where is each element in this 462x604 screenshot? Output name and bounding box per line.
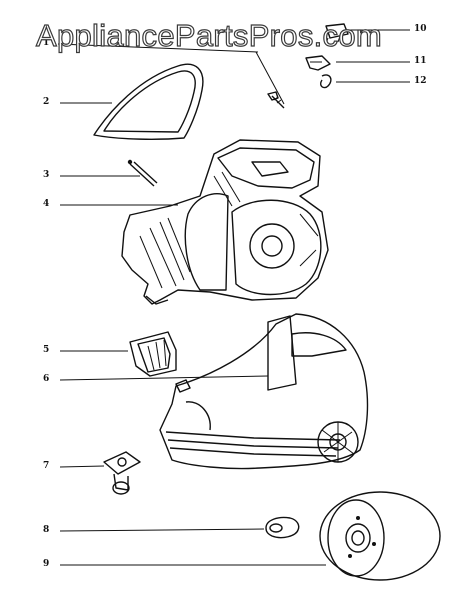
callout-6: 6 xyxy=(43,374,50,384)
part-8-button xyxy=(265,516,300,539)
callout-5: 5 xyxy=(43,345,50,355)
callout-3: 3 xyxy=(43,170,50,180)
callout-11: 11 xyxy=(414,56,427,66)
part-4-motor-housing xyxy=(121,139,329,305)
part-9-wheel xyxy=(319,491,441,581)
leader-lines xyxy=(57,29,410,566)
part-1-screw xyxy=(267,91,285,109)
callout-1: 1 xyxy=(43,38,50,48)
part-5-filter xyxy=(129,331,177,377)
part-7-caster xyxy=(103,451,141,495)
callout-9: 9 xyxy=(43,559,50,569)
part-2-top-panel xyxy=(93,63,204,140)
part-6-lower-shell xyxy=(159,313,369,470)
callout-4: 4 xyxy=(43,199,50,209)
part-11-clip xyxy=(305,55,331,71)
callout-12: 12 xyxy=(414,76,427,86)
callout-2: 2 xyxy=(43,97,50,107)
part-10-latch xyxy=(325,23,349,45)
callout-10: 10 xyxy=(414,24,427,34)
part-3-pin xyxy=(127,159,158,187)
watermark: AppliancePartsPros.com xyxy=(35,17,383,53)
part-12-spring xyxy=(319,74,332,89)
callout-8: 8 xyxy=(43,525,50,535)
callout-7: 7 xyxy=(43,461,50,471)
